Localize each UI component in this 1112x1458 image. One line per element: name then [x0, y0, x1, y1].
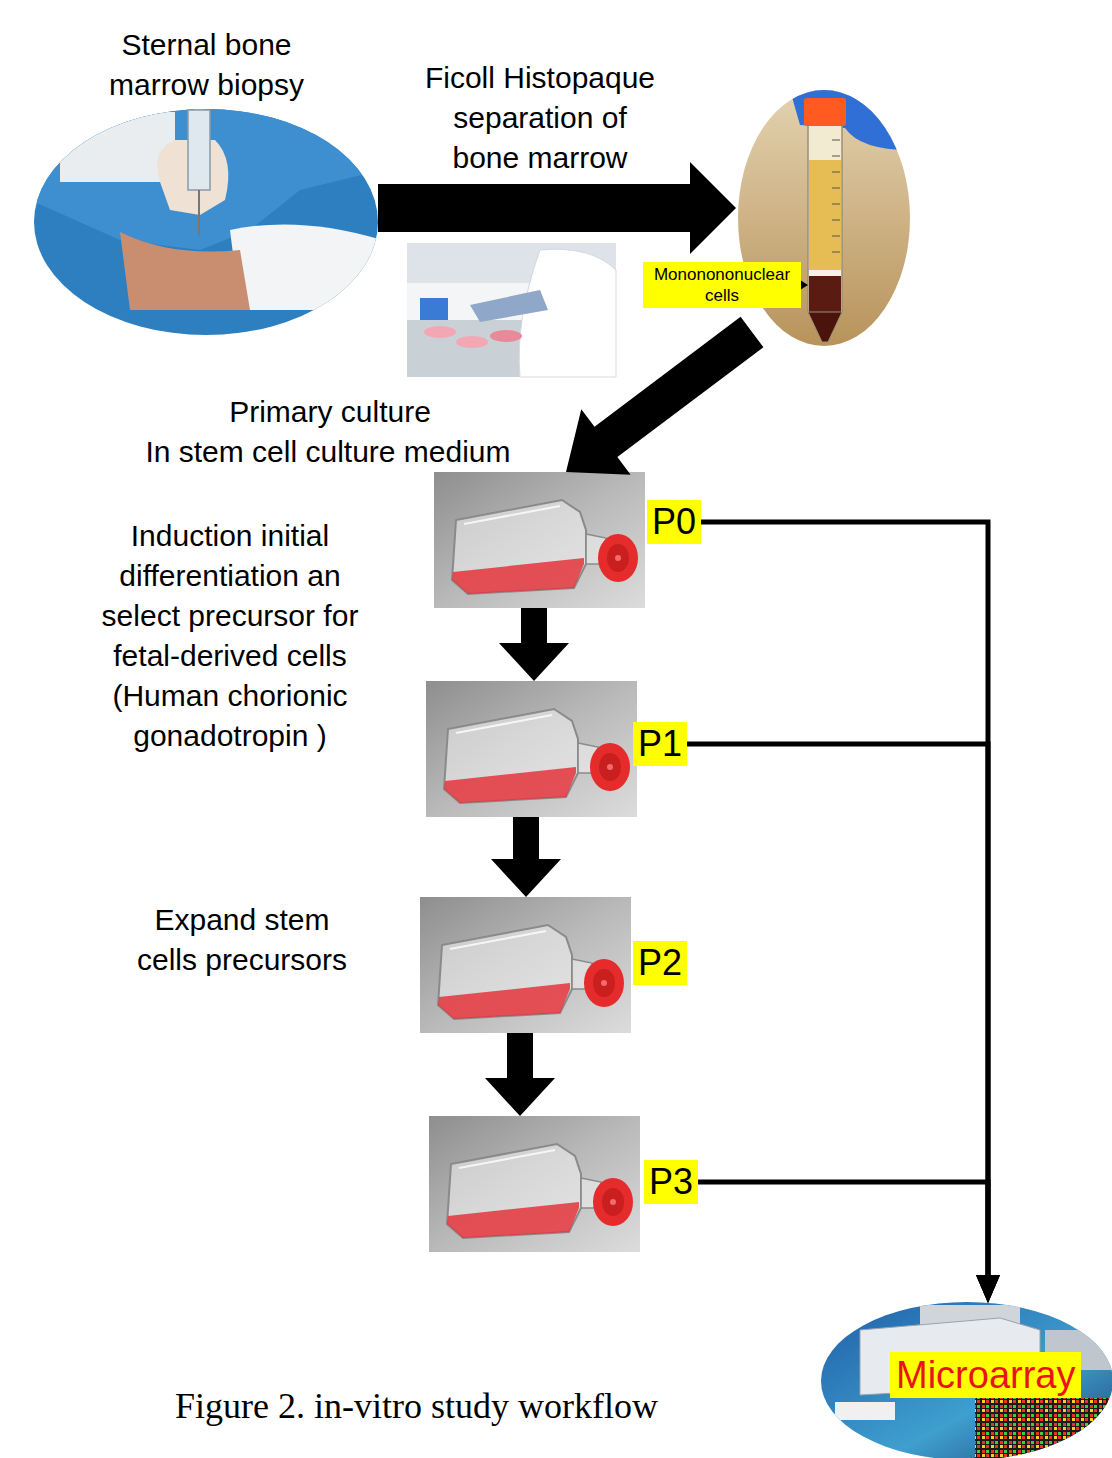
microarray-photo: [821, 1302, 1112, 1458]
note-box: Induction initial differentiation an sel…: [86, 516, 374, 756]
passage-label: P2: [633, 941, 687, 985]
flask-node: P1: [426, 681, 689, 817]
cell-label: Mononononuclear cells: [643, 262, 801, 308]
connector-line: [701, 522, 988, 1288]
note-box: In stem cell culture medium: [98, 432, 558, 472]
flask-node: P3: [429, 1116, 700, 1252]
step-note: Primary culture: [100, 392, 560, 432]
connector-line: [687, 744, 988, 1288]
flask-photo: [420, 897, 631, 1033]
flask-photo: [426, 681, 637, 817]
note-box: Primary culture: [100, 392, 560, 432]
flask-node: P2: [420, 897, 689, 1033]
note-box: Expand stem cells precursors: [130, 900, 355, 980]
flask-node: P0: [434, 472, 703, 608]
block-arrow: [378, 162, 736, 254]
block-arrow: [499, 608, 569, 681]
passage-label: P3: [644, 1160, 698, 1204]
passage-label: P0: [647, 500, 701, 544]
edge-label: Ficoll Histopaque separation of bone mar…: [420, 58, 660, 178]
flask-photo: [434, 472, 645, 608]
flask-photo: [429, 1116, 640, 1252]
biopsy-photo-node: Sternal bone marrow biopsy: [35, 25, 378, 335]
caption-box: Figure 2. in-vitro study workflow: [175, 1384, 658, 1428]
lab-photo: [407, 243, 616, 377]
tube-photo-node: Mononononuclear cells: [738, 90, 910, 346]
block-arrow: [485, 1033, 555, 1116]
microarray-node: Microarray: [822, 1302, 1112, 1458]
connector-line: [698, 1182, 988, 1288]
block-arrow: [566, 317, 763, 475]
microarray-label: Microarray: [890, 1352, 1081, 1398]
step-note: In stem cell culture medium: [98, 432, 558, 472]
figure-caption: Figure 2. in-vitro study workflow: [175, 1384, 658, 1428]
step-note: Expand stem cells precursors: [130, 900, 355, 980]
biopsy-photo: [30, 98, 382, 340]
block-arrow: [491, 817, 561, 897]
step-note: Induction initial differentiation an sel…: [86, 516, 374, 756]
passage-label: P1: [633, 722, 687, 766]
photo-heading: Sternal bone marrow biopsy: [87, 25, 327, 105]
edge-label-box: Ficoll Histopaque separation of bone mar…: [420, 58, 660, 178]
